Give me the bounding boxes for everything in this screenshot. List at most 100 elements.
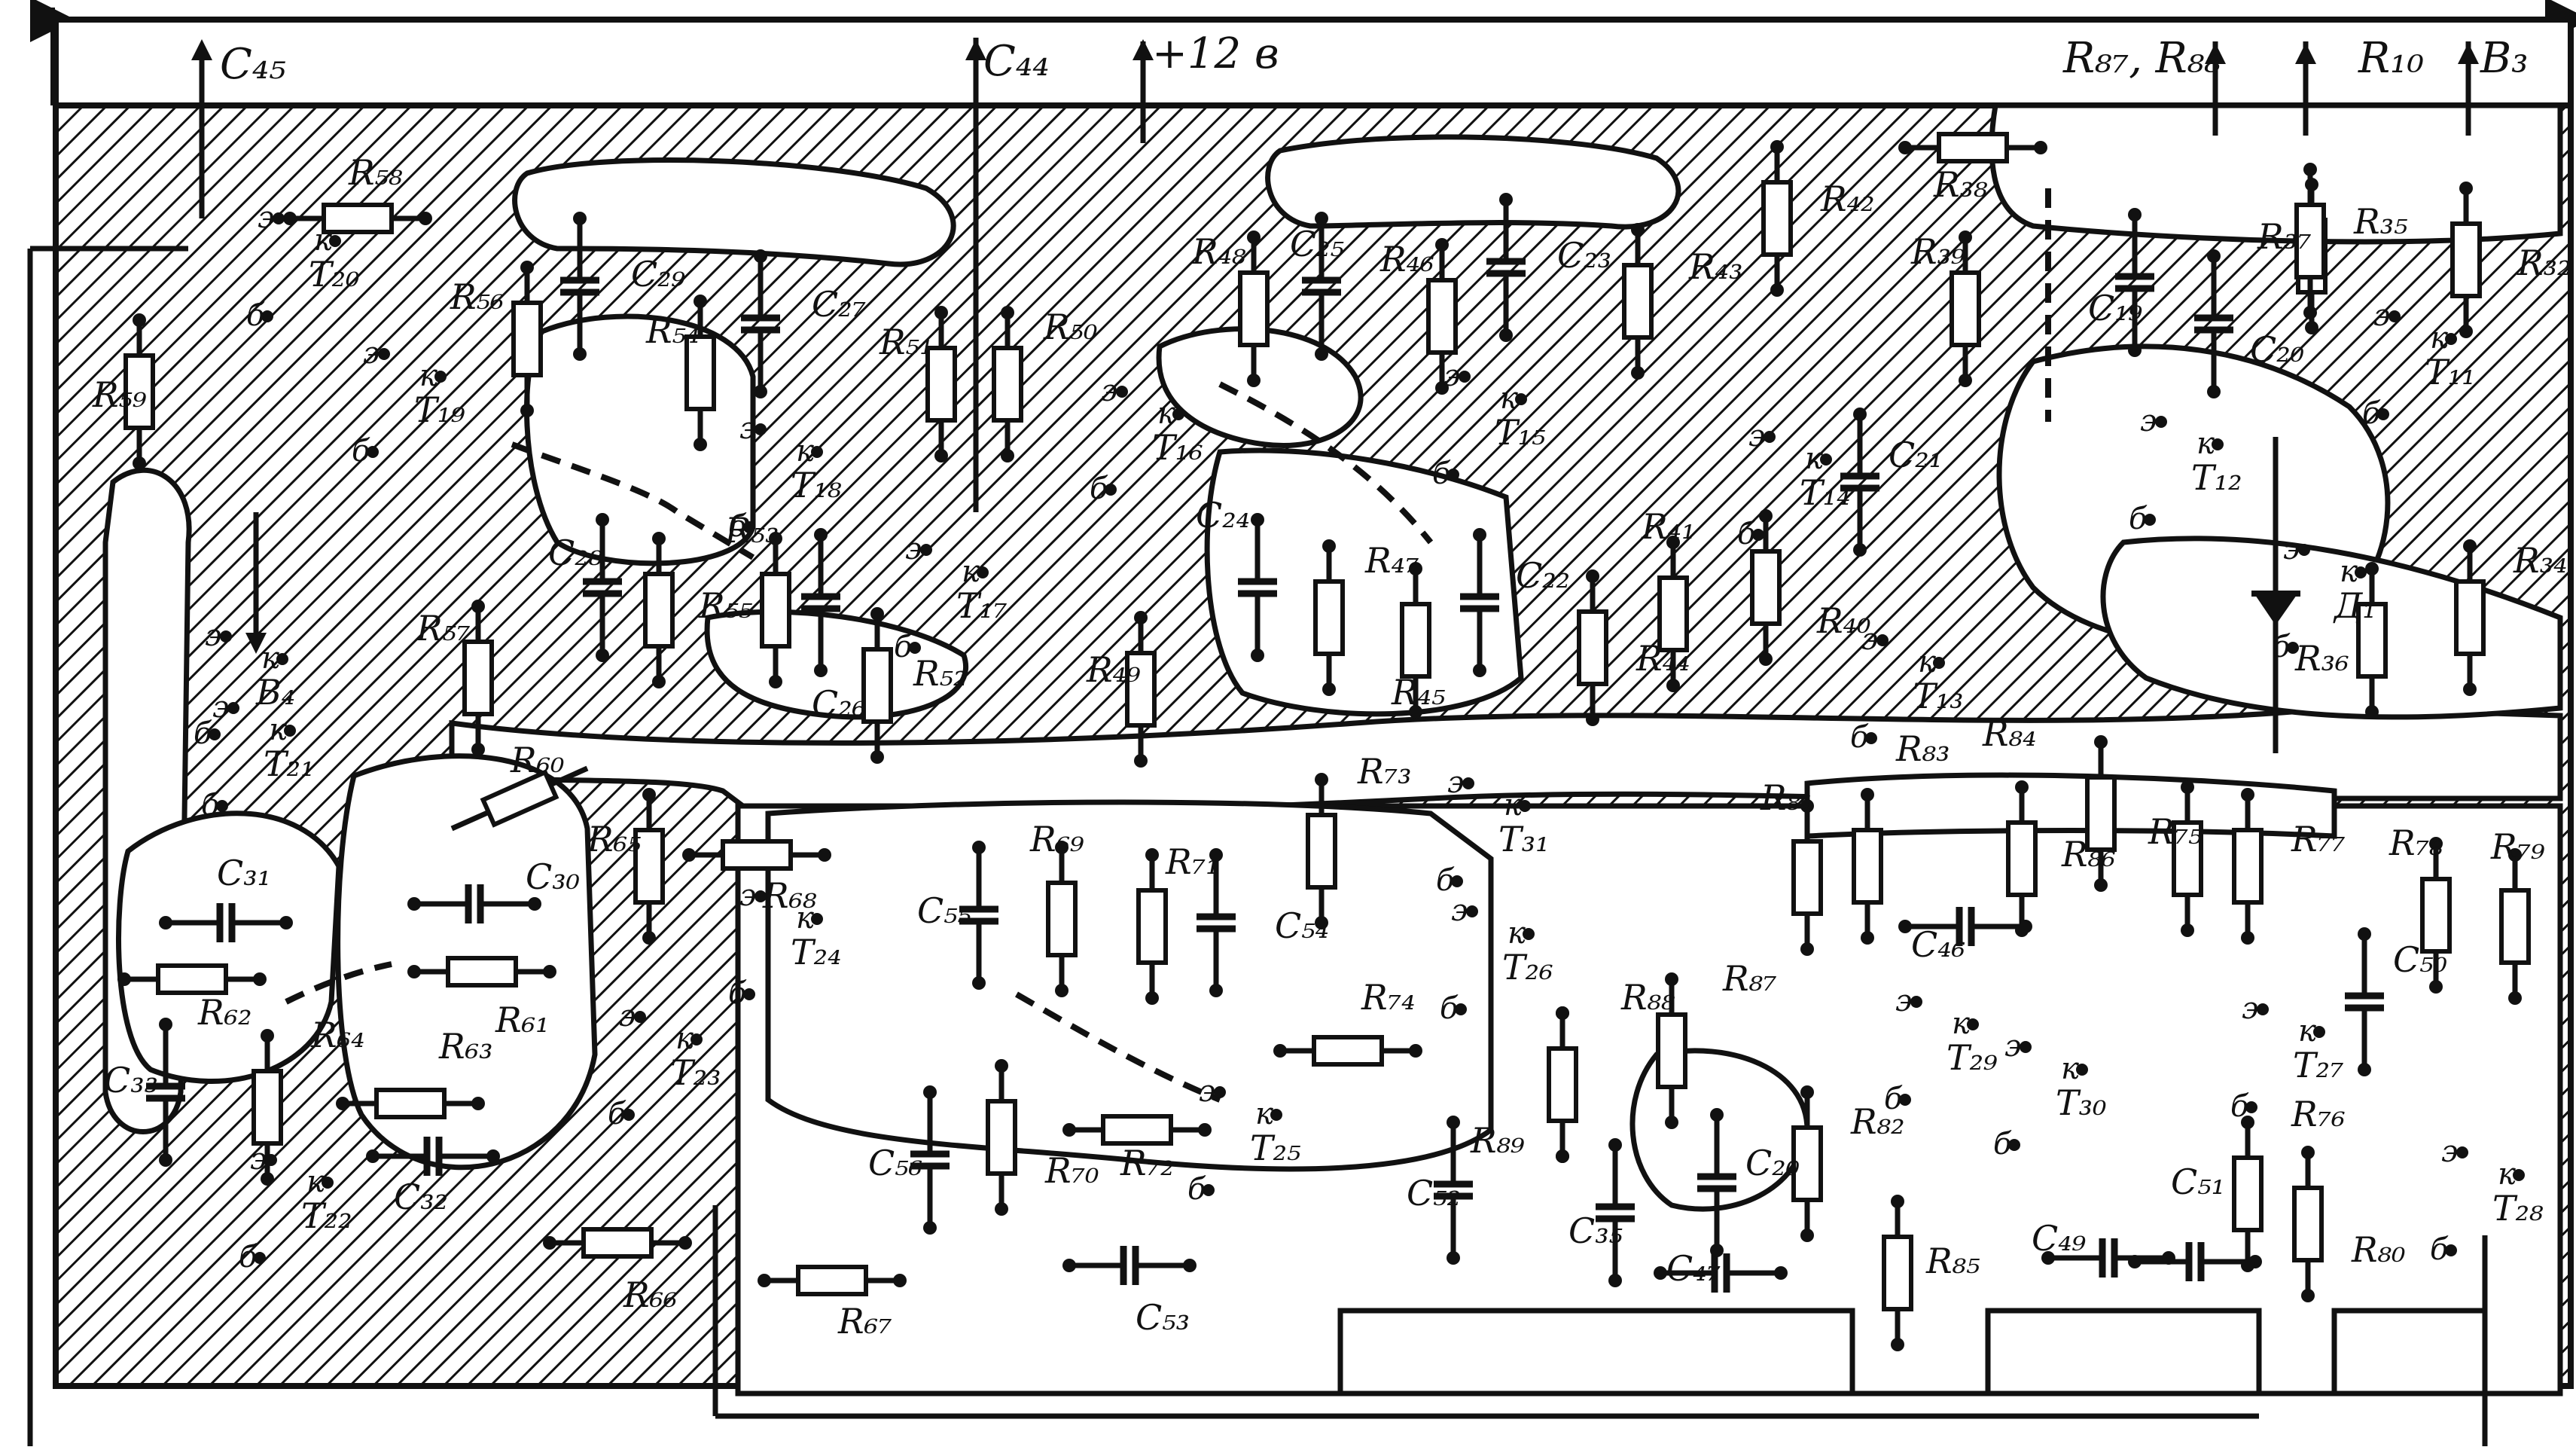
- resistor-r32: [2450, 182, 2482, 338]
- transistor-pads-t17: бкэ: [894, 532, 989, 664]
- ref-label-r45: R₄₅: [1391, 672, 1446, 713]
- ref-label-r76: R₇₆: [2291, 1094, 2346, 1134]
- ref-label-r81: R₈₁: [1760, 777, 1815, 818]
- pin-label-t19-0: б: [352, 434, 370, 469]
- transistor-pads-t28: бкэ: [2430, 1134, 2525, 1267]
- pin-label-t22-1: к: [306, 1165, 325, 1199]
- ref-label-t22: T₂₂: [301, 1195, 352, 1236]
- ref-label-t27: T₂₇: [2293, 1045, 2344, 1085]
- pin-label-d1-0: б: [2272, 630, 2291, 664]
- ref-label-r68: R₆₈: [762, 875, 817, 916]
- ref-label-r86: R₈₆: [2061, 834, 2116, 875]
- ref-label-r36: R₃₆: [2294, 638, 2349, 679]
- ref-label-r55: R₅₅: [698, 585, 753, 626]
- capacitor-c54: [1197, 848, 1236, 997]
- ref-label-d1: Д₁: [2333, 585, 2376, 626]
- capacitor-c26: [801, 528, 840, 677]
- resistor-r62: [117, 963, 267, 995]
- ref-label-r82: R₈₂: [1850, 1101, 1905, 1142]
- pin-label-t26-2: э: [1451, 893, 1468, 928]
- pin-label-t27-1: к: [2298, 1014, 2316, 1049]
- pin-label-t12-2: э: [2140, 404, 2157, 438]
- capacitor-c52: [1434, 1116, 1473, 1265]
- resistor-r68: [682, 839, 831, 871]
- pin-label-t18-1: к: [796, 434, 814, 469]
- ref-label-t15: T₁₅: [1495, 412, 1546, 453]
- pin-label-t18-2: э: [739, 411, 756, 446]
- ref-label-r42: R₄₂: [1820, 179, 1875, 219]
- pin-label-t24-0: б: [728, 976, 747, 1011]
- ref-label-r67: R₆₇: [837, 1301, 892, 1342]
- ref-label-t23: T₂₃: [670, 1052, 721, 1093]
- ref-label-r72: R₇₂: [1120, 1143, 1175, 1183]
- capacitor-c25: [1302, 212, 1341, 361]
- ref-label-c27: C₂₇: [812, 284, 866, 325]
- ref-label-r41: R₄₁: [1641, 506, 1696, 547]
- pin-label-t20-0: б: [246, 298, 265, 333]
- ref-label-r75: R₇₅: [2148, 811, 2203, 852]
- ref-label-t18: T₁₈: [791, 465, 842, 505]
- transistor-pads-t31: бкэ: [1436, 765, 1531, 898]
- ref-label-t20: T₂₀: [309, 254, 360, 295]
- capacitor-c46: [1898, 907, 2032, 946]
- pin-label-t26-1: к: [1507, 916, 1526, 951]
- transistor-pads-t24: бкэ: [728, 878, 823, 1011]
- pin-label-t13-1: к: [1918, 645, 1936, 679]
- ref-label-r43: R₄₃: [1688, 246, 1743, 287]
- pin-label-t24-2: э: [739, 878, 756, 913]
- capacitor-c49: [2041, 1238, 2175, 1278]
- resistor-r44: [1577, 569, 1608, 726]
- resistor-r34: [2454, 539, 2486, 696]
- pin-label-t23-0: б: [608, 1097, 626, 1131]
- resistor-r53: [643, 532, 675, 688]
- resistor-r60: [450, 765, 589, 832]
- pin-label-b4-1: к: [261, 641, 279, 676]
- transistor-pads-t29: бкэ: [1884, 984, 1979, 1116]
- top-leads: [27, 38, 2488, 1446]
- resistor-r57: [462, 600, 494, 756]
- transistor-pads-t18: б к э: [728, 411, 823, 544]
- ref-label-r50: R₅₀: [1043, 307, 1098, 347]
- resistor-r36: [2356, 562, 2388, 719]
- ref-label-t19: T₁₉: [414, 389, 465, 430]
- pin-label-t31-1: к: [1504, 788, 1522, 823]
- resistor-r70: [986, 1059, 1017, 1216]
- ref-label-c28: C₂₈: [548, 533, 603, 573]
- transistor-pads-t20: бкэ: [246, 200, 341, 333]
- ref-label-r49: R₄₉: [1086, 649, 1141, 690]
- ref-label-c49: C₄₉: [2032, 1218, 2087, 1259]
- ref-label-r48: R₄₈: [1191, 231, 1246, 272]
- resistor-r80: [2292, 1146, 2324, 1302]
- ref-label-r89: R₈₉: [1470, 1120, 1525, 1161]
- resistor-r41: [1657, 536, 1689, 692]
- ref-label-c54: C₅₄: [1275, 905, 1329, 946]
- transistor-pads-t14: бкэ: [1737, 419, 1832, 551]
- ref-label-t31: T₃₁: [1498, 819, 1550, 859]
- resistor-r58: [283, 203, 432, 234]
- label-c45: C₄₅: [220, 40, 286, 89]
- pin-label-t29-0: б: [1884, 1082, 1903, 1116]
- pin-label-t17-2: э: [905, 532, 922, 566]
- pin-label-t18-0: б: [728, 509, 747, 544]
- ref-label-c25: C₂₅: [1290, 224, 1344, 264]
- pin-label-t11-1: к: [2430, 321, 2448, 356]
- resistor-r84: [2006, 780, 2038, 937]
- capacitor-c30: [407, 884, 541, 923]
- resistor-r89: [1547, 1006, 1578, 1163]
- ref-label-c19: C₁₉: [2088, 288, 2143, 328]
- ref-label-t21: T₂₁: [264, 743, 315, 784]
- pin-label-t31-0: б: [1436, 863, 1455, 898]
- resistor-r78: [2420, 837, 2452, 994]
- capacitor-c31: [159, 903, 293, 942]
- pin-label-t25-0: б: [1187, 1172, 1206, 1207]
- ref-label-c20: C₂₀: [2250, 329, 2304, 370]
- pin-label-t28-1: к: [2498, 1157, 2516, 1192]
- pin-label-t26-0: б: [1440, 991, 1459, 1026]
- pin-label-t16-0: б: [1090, 472, 1108, 506]
- ref-label-r54: R₅₄: [645, 310, 700, 351]
- ref-label-r88: R₈₈: [1620, 977, 1675, 1018]
- capacitor-c56: [910, 1085, 950, 1235]
- diode-d1-symbol: [2251, 437, 2300, 753]
